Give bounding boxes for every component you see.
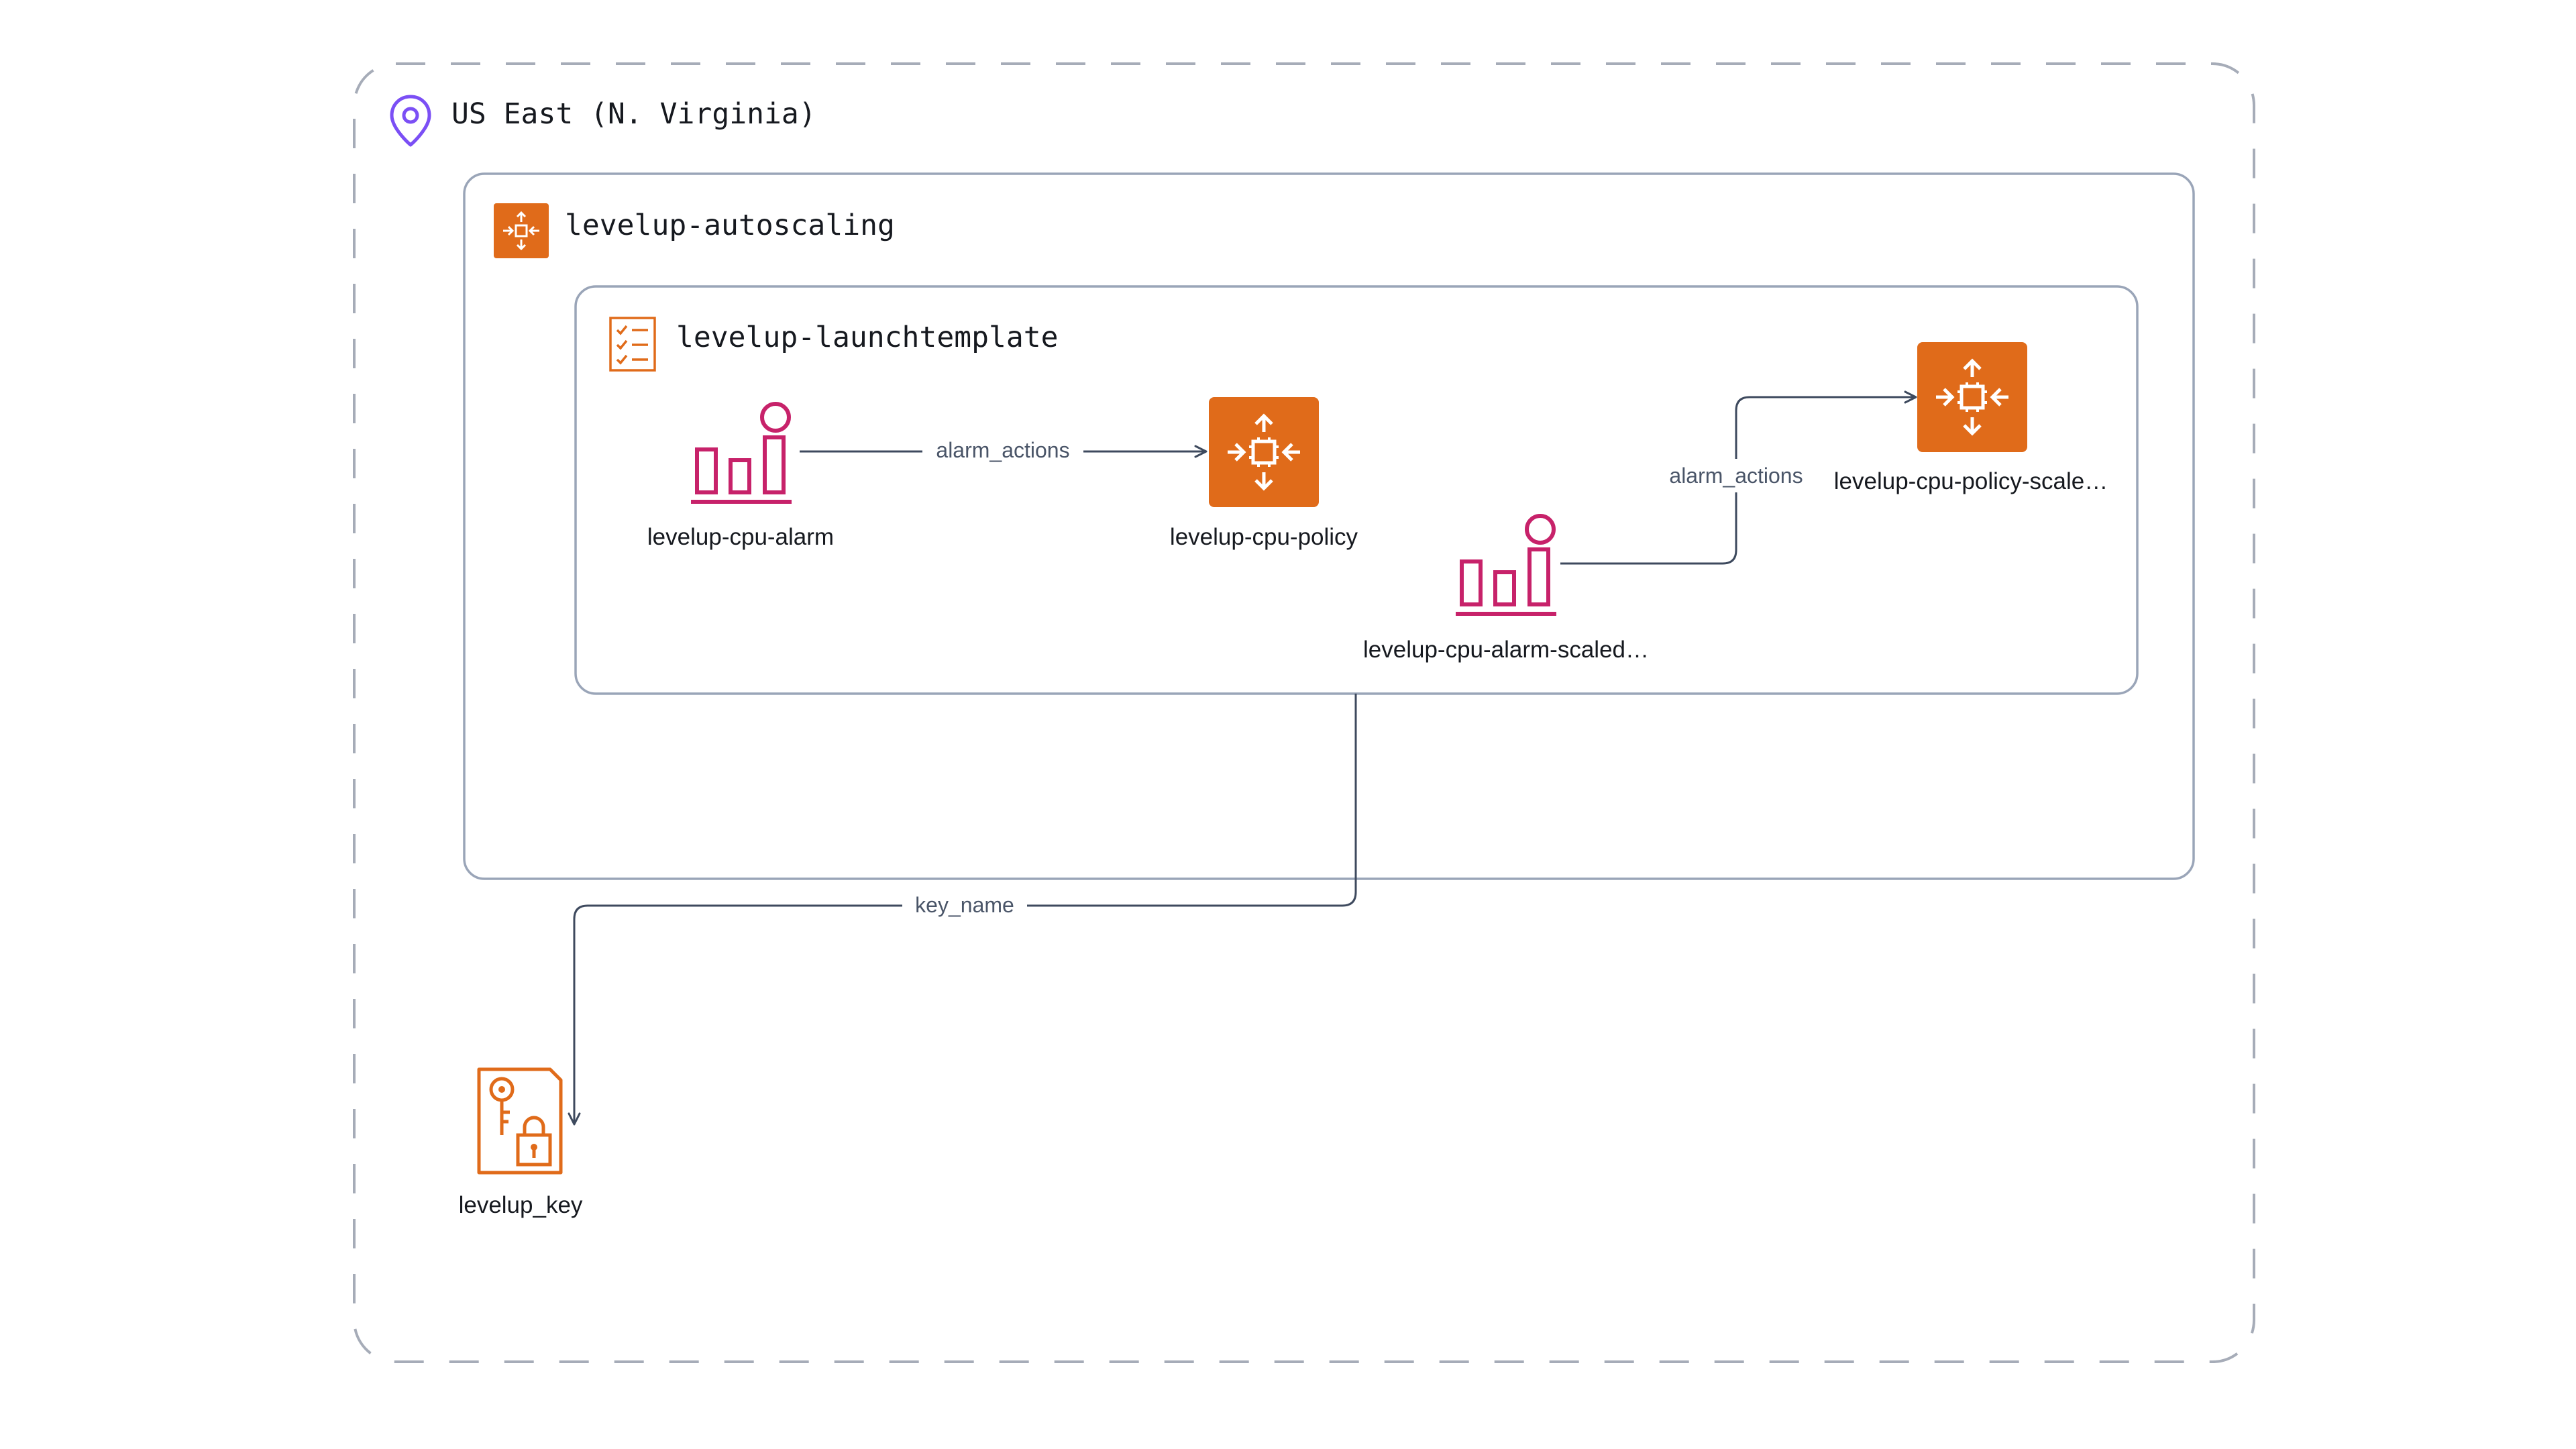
region-group[interactable]: US East (N. Virginia) (353, 62, 2255, 1363)
autoscaling-icon (494, 203, 549, 258)
node-label: levelup-cpu-policy (1170, 524, 1358, 550)
node-cpu-policy[interactable]: levelup-cpu-policy (1170, 397, 1358, 550)
edge-template-to-key[interactable]: key_name (568, 694, 1357, 1126)
edge-label-bg (1654, 459, 1819, 492)
node-key[interactable]: levelup_key (459, 1067, 583, 1218)
autoscaling-policy-icon (1209, 397, 1319, 507)
edge-label-bg (902, 889, 1027, 922)
edge-label-bg (922, 435, 1083, 467)
region-label: US East (N. Virginia) (451, 97, 816, 131)
cloudwatch-alarm-icon (691, 402, 792, 504)
node-cpu-alarm[interactable]: levelup-cpu-alarm (647, 402, 834, 550)
launch-template-label: levelup-launchtemplate (676, 321, 1059, 354)
node-cpu-alarm-scaled[interactable]: levelup-cpu-alarm-scaled… (1363, 514, 1649, 663)
edge-alarm-scaled-to-policy-scaled[interactable]: alarm_actions (1560, 390, 1917, 565)
checklist-icon (609, 317, 656, 372)
autoscaling-group-label: levelup-autoscaling (565, 209, 895, 242)
cloudwatch-alarm-icon (1456, 514, 1556, 616)
edge-label: key_name (915, 893, 1014, 917)
node-cpu-policy-scaled[interactable]: levelup-cpu-policy-scale… (1834, 342, 2108, 494)
region-border (353, 62, 2255, 1363)
node-label: levelup_key (459, 1192, 583, 1218)
edge-alarm-to-policy[interactable]: alarm_actions (800, 435, 1208, 467)
node-label: levelup-cpu-alarm (647, 524, 834, 550)
node-label: levelup-cpu-alarm-scaled… (1363, 637, 1649, 663)
edge-label: alarm_actions (1669, 464, 1803, 488)
autoscaling-group[interactable]: levelup-autoscaling (463, 172, 2195, 880)
edge-label: alarm_actions (936, 438, 1069, 462)
location-pin-icon (390, 95, 431, 147)
autoscaling-group-border (463, 172, 2195, 880)
autoscaling-policy-icon (1917, 342, 2027, 452)
key-pair-icon (477, 1067, 563, 1175)
node-label: levelup-cpu-policy-scale… (1834, 468, 2108, 494)
